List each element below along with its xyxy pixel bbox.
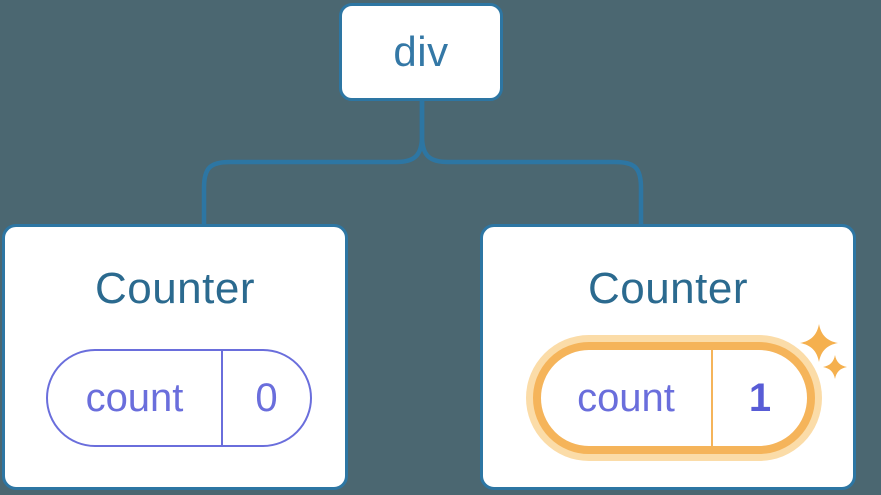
connector-root-to-right-child xyxy=(419,100,644,226)
counter-card-right: Counter count 1 xyxy=(480,224,856,490)
connector-root-to-left-child xyxy=(201,100,425,226)
root-node-div: div xyxy=(339,3,503,101)
sparkle-small-icon xyxy=(823,355,847,379)
state-pill-highlighted: count 1 xyxy=(533,342,815,454)
sparkle-large-icon xyxy=(800,324,838,362)
state-key-label: count xyxy=(541,350,713,446)
sparkles-icon xyxy=(800,324,847,379)
component-title: Counter xyxy=(587,264,749,313)
root-node-label: div xyxy=(393,28,449,75)
state-key-label: count xyxy=(48,351,223,445)
component-title: Counter xyxy=(94,264,256,313)
state-pill: count 0 xyxy=(46,349,312,447)
state-value: 0 xyxy=(255,375,278,420)
state-value: 1 xyxy=(748,375,772,420)
counter-card-left: Counter count 0 xyxy=(2,224,348,490)
